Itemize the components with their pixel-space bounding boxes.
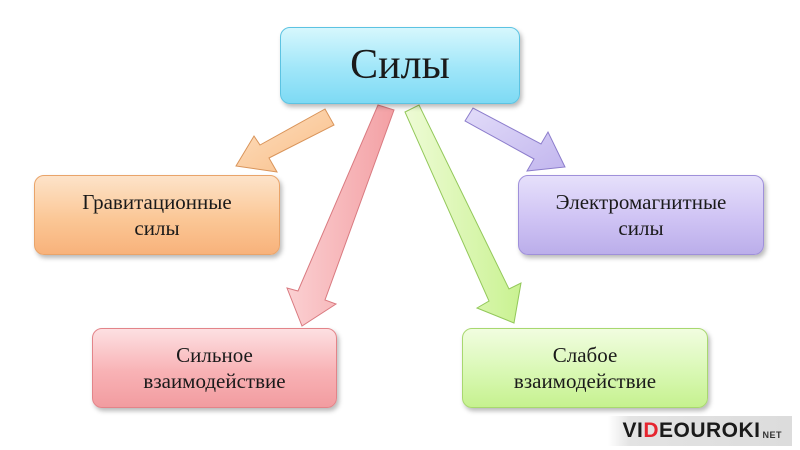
arrow-to-weak bbox=[404, 104, 522, 324]
node-label: Гравитационные силы bbox=[82, 189, 232, 240]
node-strong-interaction: Сильное взаимодействие bbox=[92, 328, 337, 408]
arrow-to-gravitational bbox=[235, 108, 335, 173]
logo-rest: EOUROKI bbox=[658, 419, 761, 442]
root-label: Силы bbox=[350, 42, 450, 89]
arrow-to-strong bbox=[286, 104, 395, 327]
logo-accent: D bbox=[643, 419, 659, 442]
logo-suffix: NET bbox=[762, 430, 782, 440]
root-node-forces: Силы bbox=[280, 27, 520, 104]
node-gravitational-forces: Гравитационные силы bbox=[34, 175, 280, 255]
node-label: Электромагнитные силы bbox=[555, 189, 727, 240]
node-label: Сильное взаимодействие bbox=[143, 342, 286, 393]
node-label: Слабое взаимодействие bbox=[513, 342, 657, 393]
logo-prefix: VI bbox=[622, 419, 644, 442]
node-weak-interaction: Слабое взаимодействие bbox=[462, 328, 708, 408]
arrow-to-electromagnetic bbox=[464, 107, 566, 172]
node-electromagnetic-forces: Электромагнитные силы bbox=[518, 175, 764, 255]
